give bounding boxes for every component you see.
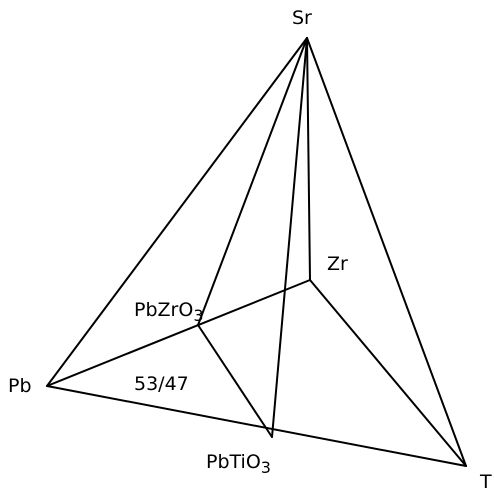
compound-label-pbtio3: PbTiO3 — [206, 451, 271, 477]
edge-zr-ti — [309, 279, 467, 467]
edge-pbzro3-pbtio3 — [197, 324, 273, 438]
pbzro3-formula: PbZrO — [134, 299, 193, 321]
edge-sr-pbzro3 — [197, 37, 308, 326]
composition-ratio-label: 53/47 — [134, 373, 189, 395]
compound-label-pbzro3: PbZrO3 — [134, 299, 204, 325]
vertex-label-zr: Zr — [327, 253, 348, 275]
edge-sr-pbtio3 — [271, 37, 308, 438]
edge-sr-ti — [306, 37, 467, 467]
pbzro3-subscript: 3 — [193, 306, 203, 325]
edge-pb-ti — [46, 385, 467, 467]
edge-pb-sr — [46, 37, 308, 387]
edge-sr-zr — [306, 37, 311, 281]
pbtio3-subscript: 3 — [261, 458, 271, 477]
vertex-label-sr: Sr — [292, 7, 312, 29]
vertex-label-ti: T — [479, 471, 492, 492]
pbtio3-formula: PbTiO — [206, 451, 261, 473]
edge-pb-zr — [46, 279, 311, 387]
tetrahedron-edges — [46, 37, 467, 467]
vertex-label-pb: Pb — [8, 375, 32, 397]
